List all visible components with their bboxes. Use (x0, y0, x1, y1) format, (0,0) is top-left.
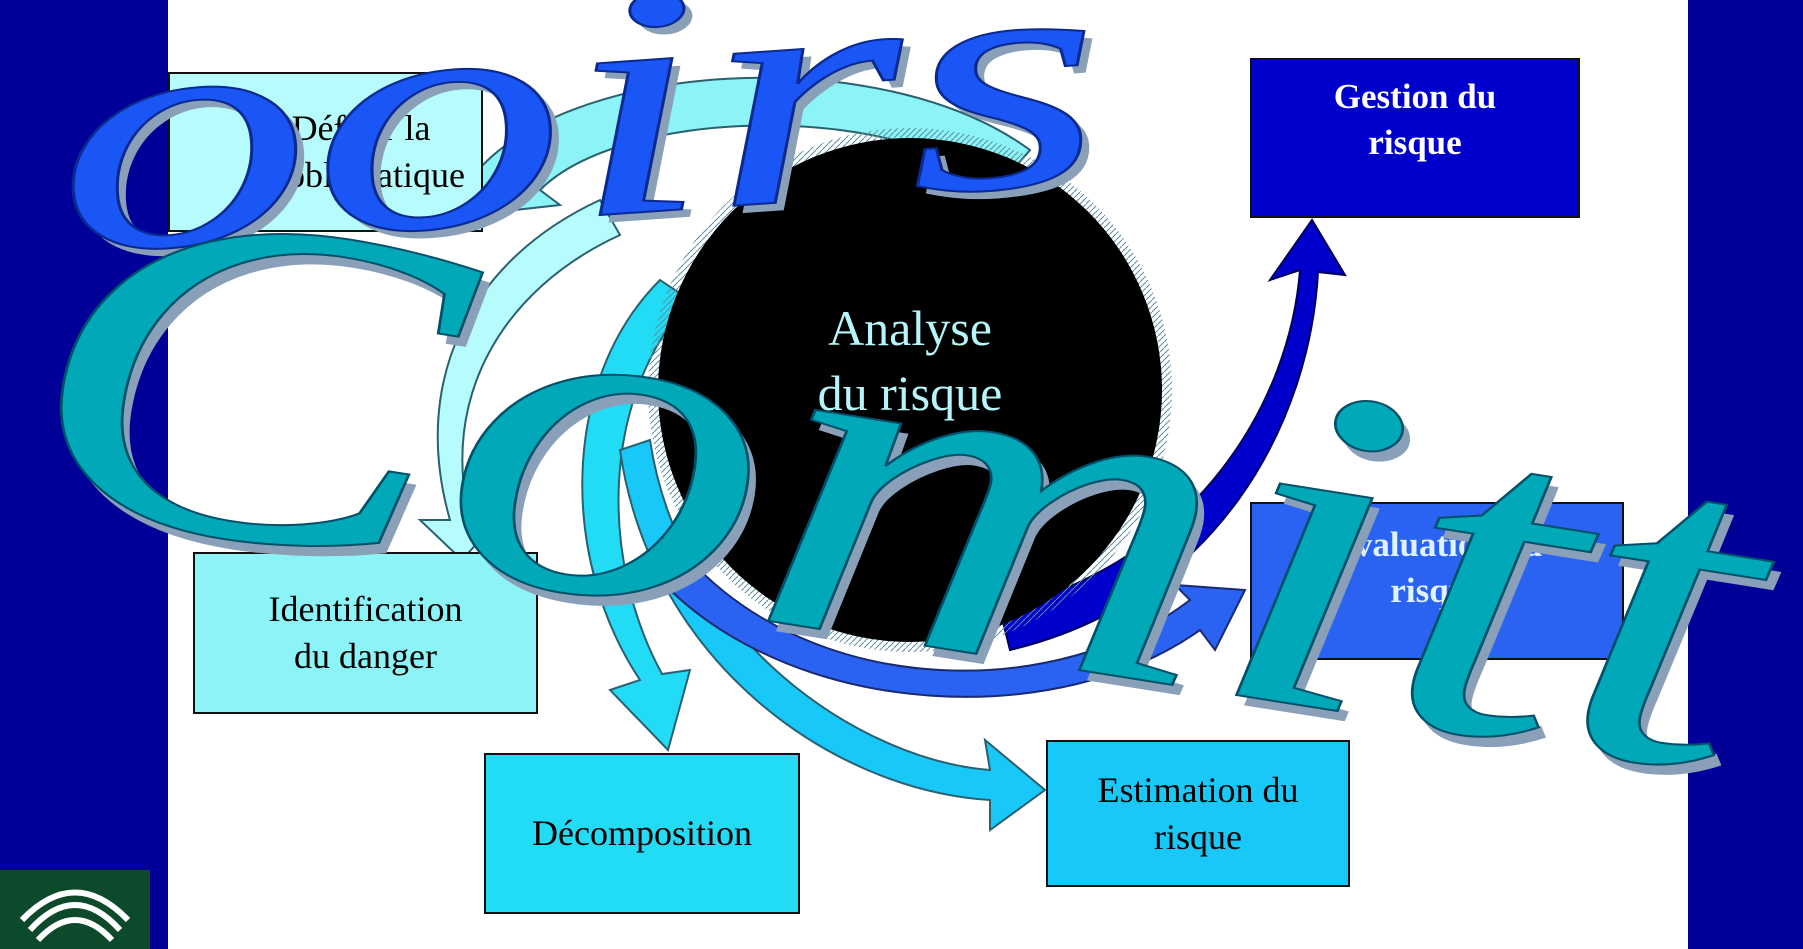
arrow-to-evaluation (663, 558, 1247, 698)
logo-icon (19, 889, 131, 943)
box-risk-management-label: Gestion du risque (1333, 77, 1497, 162)
institution-logo (0, 870, 150, 949)
box-risk-estimation-label: Estimation du risque (1097, 769, 1299, 857)
box-risk-estimation: Estimation du risque (1046, 740, 1350, 887)
box-define-problem-label: Définir la problématique (257, 108, 465, 195)
box-decomposition: Décomposition (484, 753, 800, 914)
center-label: Analyse du risque (817, 300, 1003, 421)
box-decomposition-label: Décomposition (532, 813, 752, 854)
box-define-problem: Définir la problématique (168, 72, 483, 232)
box-hazard-identification-label: Identification du danger (268, 589, 463, 676)
box-hazard-identification: Identification du danger (193, 552, 538, 714)
center-circle-core (658, 138, 1162, 642)
box-risk-evaluation-label: Évaluation du risque (1331, 525, 1543, 610)
arrow-to-decomposition (581, 278, 692, 752)
box-risk-evaluation: Évaluation du risque (1250, 502, 1624, 660)
box-risk-management: Gestion du risque (1250, 58, 1580, 218)
